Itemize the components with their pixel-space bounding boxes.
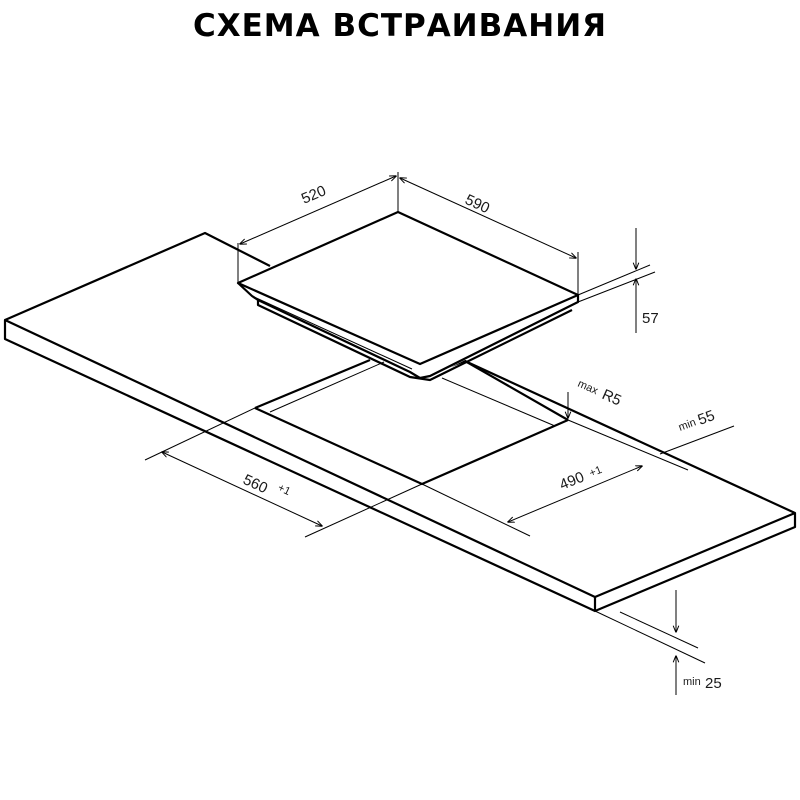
dimension-hob-height: 57 — [577, 228, 659, 333]
dimension-edge-margin: min 55 — [567, 407, 735, 471]
label-corner-radius-prefix: max — [576, 378, 600, 398]
label-worktop-thickness: 25 — [705, 675, 722, 692]
label-worktop-thickness-prefix: min — [683, 676, 701, 688]
label-edge-margin: 55 — [696, 407, 717, 429]
label-hob-depth: 520 — [299, 182, 329, 207]
diagram-title: СХЕМА ВСТРАИВАНИЯ — [192, 8, 608, 44]
dimension-cutout-depth: 490 +1 — [421, 464, 642, 537]
dimension-worktop-thickness: min 25 — [594, 590, 722, 695]
label-cutout-width: 560 — [240, 471, 270, 497]
label-edge-margin-prefix: min — [677, 416, 698, 433]
label-hob-height: 57 — [642, 310, 659, 327]
label-cutout-width-tol: +1 — [276, 482, 292, 498]
label-cutout-depth-tol: +1 — [588, 464, 604, 480]
label-corner-radius: R5 — [599, 386, 623, 409]
label-hob-width: 590 — [462, 191, 492, 217]
dimension-corner-radius: max R5 — [568, 378, 624, 418]
